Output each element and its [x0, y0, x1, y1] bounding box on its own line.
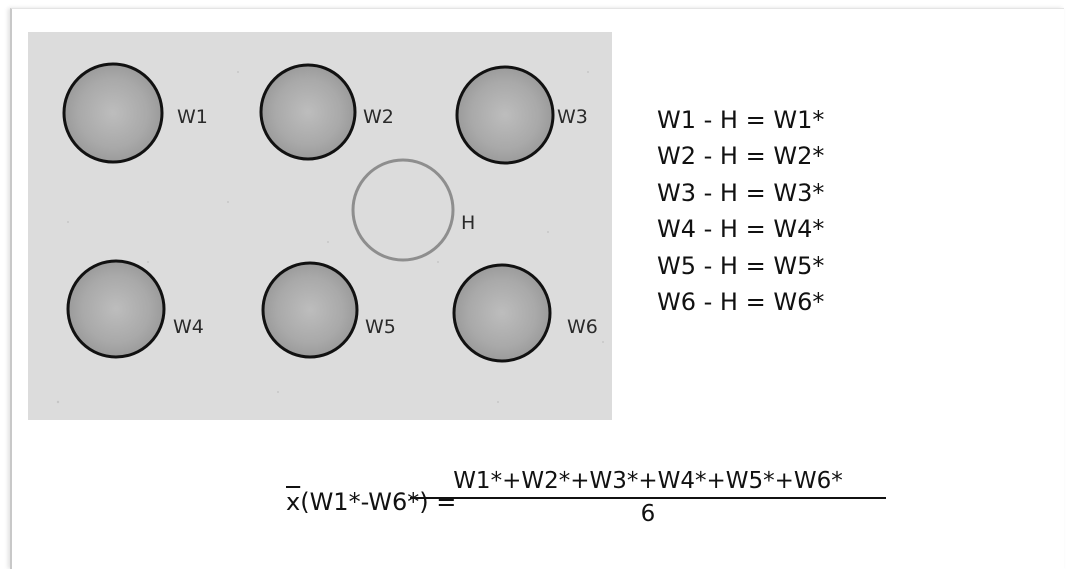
- mean-formula-lhs-text: (W1*-W6*) =: [300, 488, 457, 516]
- well-label-w5: W5: [365, 316, 396, 338]
- equation-w2: W2 - H = W2*: [657, 142, 825, 171]
- equation-w6: W6 - H = W6*: [657, 288, 825, 317]
- well-w2: [259, 63, 357, 161]
- well-label-w4: W4: [173, 316, 204, 338]
- x-bar-symbol: x: [286, 488, 301, 516]
- equation-w5: W5 - H = W5*: [657, 251, 825, 280]
- subtraction-equations: W1 - H = W1* W2 - H = W2* W3 - H = W3* W…: [657, 102, 957, 320]
- mean-formula-lhs: x(W1*-W6*) =: [286, 488, 456, 516]
- well-label-w2: W2: [363, 106, 394, 128]
- equation-w3: W3 - H = W3*: [657, 178, 825, 207]
- plate-photo: W1 W2 W3 H W4 W5 W6: [28, 32, 612, 420]
- equation-w4: W4 - H = W4*: [657, 215, 825, 244]
- well-label-w3: W3: [557, 106, 588, 128]
- well-w1: [62, 62, 164, 164]
- equation-w1: W1 - H = W1*: [657, 106, 825, 134]
- mean-numerator: W1*+W2*+W3*+W4*+W5*+W6*: [410, 468, 886, 499]
- plate-drawing: [28, 32, 612, 420]
- well-w5: [261, 261, 359, 359]
- reference-label-h: H: [461, 212, 476, 234]
- mean-fraction: W1*+W2*+W3*+W4*+W5*+W6* 6: [410, 468, 886, 527]
- plate-speckles: [56, 71, 604, 404]
- mean-denominator: 6: [640, 501, 656, 527]
- well-label-w1: W1: [177, 106, 208, 128]
- well-label-w6: W6: [567, 316, 598, 338]
- reference-area-h: [351, 158, 455, 262]
- mean-formula: x(W1*-W6*) = W1*+W2*+W3*+W4*+W5*+W6* 6: [286, 468, 886, 538]
- well-w3: [455, 65, 555, 165]
- well-w6: [452, 263, 552, 363]
- well-w4: [66, 259, 166, 359]
